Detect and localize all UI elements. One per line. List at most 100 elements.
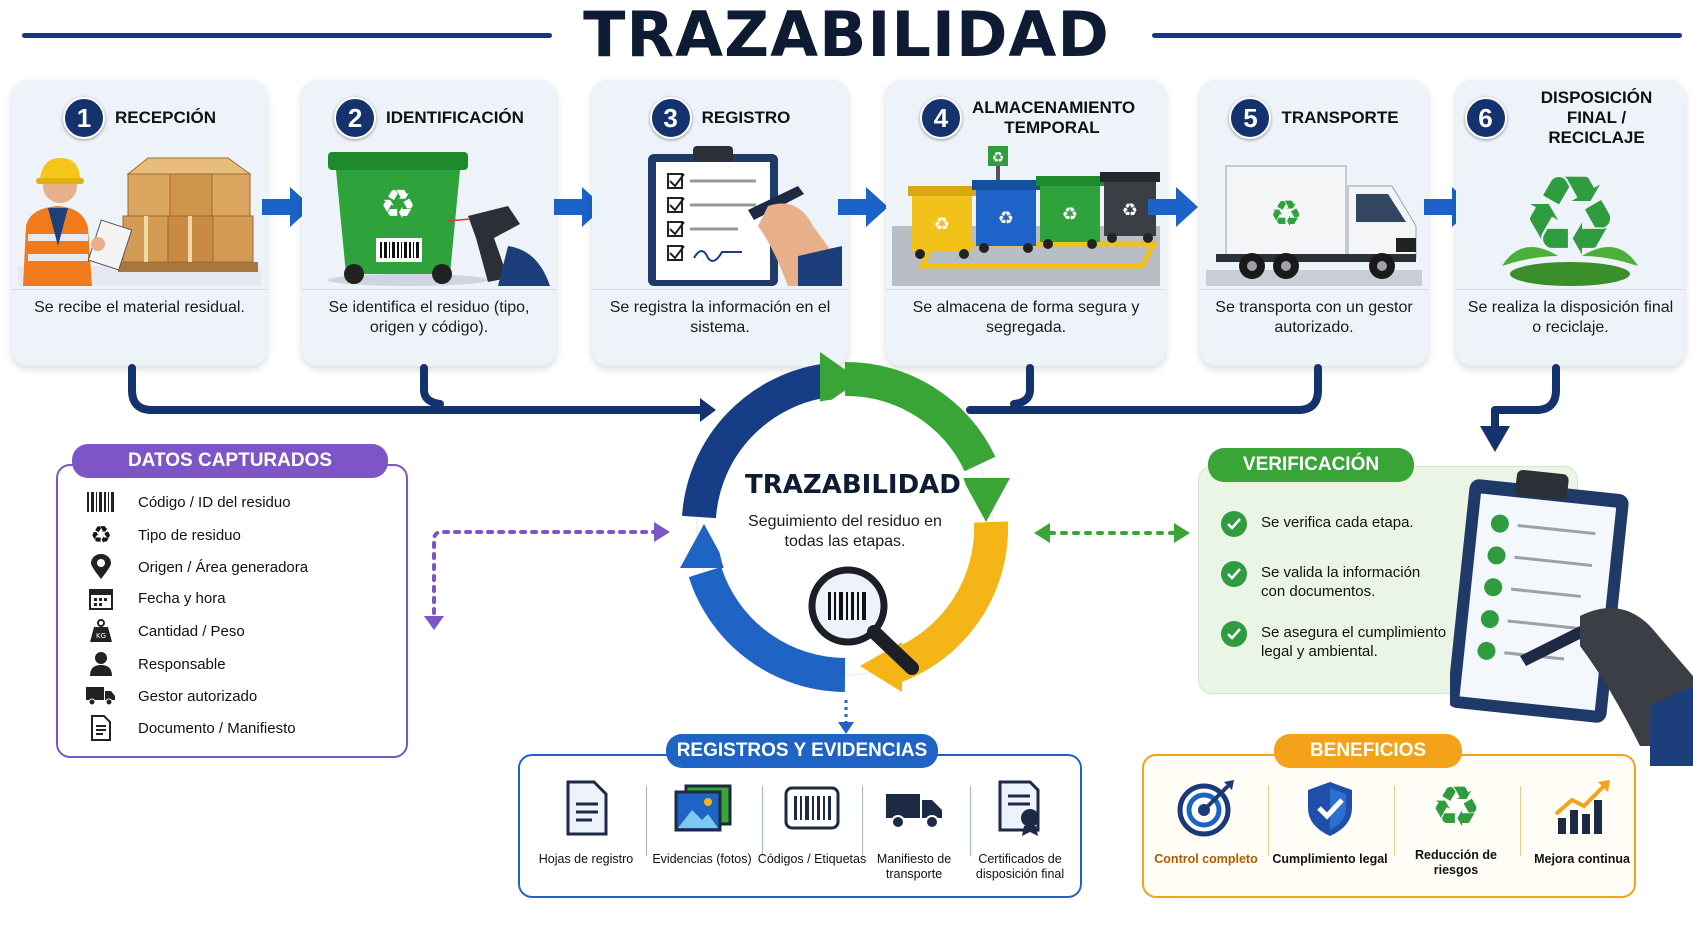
weight-icon: KG	[86, 618, 116, 644]
step-title: IDENTIFICACIÓN	[386, 108, 524, 127]
magnifier-barcode-icon	[808, 566, 919, 675]
svg-text:♻: ♻	[992, 150, 1005, 166]
traceability-cycle-ring	[680, 352, 1010, 692]
person-icon	[86, 651, 116, 677]
barcode-icon	[86, 489, 116, 515]
arrow-right-icon	[1148, 187, 1198, 227]
step-transport-card: 5 TRANSPORTE ♻ Se transporta con un gest…	[1200, 80, 1428, 366]
step-reception-card: 1 RECEPCIÓN Se recibe el material residu…	[12, 80, 267, 366]
flow-connectors	[128, 364, 1560, 452]
recycle-icon: ♻	[1430, 775, 1482, 840]
datos-item-label: Cantidad / Peso	[138, 622, 245, 640]
step-storage-card: 4 ALMACENAMIENTO TEMPORAL ♻ ♻ ♻ ♻ ♻ Se alma…	[886, 80, 1166, 366]
green-bin-scanner-illustration: ♻	[328, 152, 550, 286]
svg-text:♻: ♻	[1122, 200, 1138, 221]
datos-item-label: Origen / Área generadora	[138, 558, 309, 576]
card-divider	[1200, 289, 1428, 290]
step-final-disposal-card: 6 DISPOSICIÓN FINAL / RECICLAJE ♻ Se rea…	[1456, 80, 1685, 366]
verification-title: VERIFICACIÓN	[1208, 448, 1414, 482]
datos-item-label: Gestor autorizado	[138, 687, 258, 705]
center-subtitle: Seguimiento del residuo en todas las eta…	[748, 513, 942, 550]
card-divider	[12, 289, 267, 290]
datos-item-label: Responsable	[138, 655, 226, 673]
step-number: 4	[920, 97, 962, 139]
records-evidence-panel: Hojas de registro Evidencias (fotos) Cód…	[518, 754, 1082, 898]
document-icon	[86, 715, 116, 741]
step-identification-card: 2 IDENTIFICACIÓN ♻ Se identifica el resi…	[302, 80, 556, 366]
separator	[762, 786, 763, 856]
step-description: Se identifica el residuo (tipo, origen y…	[328, 299, 530, 336]
check-icon	[1221, 511, 1247, 537]
captured-data-title: DATOS CAPTURADOS	[72, 444, 388, 478]
separator	[862, 786, 863, 856]
verification-item: Se asegura el cumplimiento legal y ambie…	[1261, 624, 1447, 660]
step-title: RECEPCIÓN	[114, 108, 217, 127]
datos-item-label: Documento / Manifiesto	[138, 719, 296, 737]
step-number: 5	[1229, 97, 1272, 139]
step-number: 6	[1464, 97, 1507, 139]
verification-item: Se valida la información con documentos.	[1261, 564, 1421, 600]
records-item-label: Códigos / Etiquetas	[757, 852, 867, 866]
benefit-label: Reducción de riesgos	[1415, 848, 1497, 877]
arrow-right-icon	[262, 187, 312, 227]
separator	[970, 786, 971, 856]
barcode-icon	[784, 786, 840, 830]
svg-text:♻: ♻	[1062, 204, 1078, 225]
svg-text:♻: ♻	[380, 182, 416, 228]
separator	[1520, 786, 1521, 856]
benefits-panel: Control completo Cumplimiento legal ♻ Re…	[1142, 754, 1636, 898]
verification-dotted-connector	[1034, 523, 1190, 543]
target-icon	[1177, 780, 1234, 837]
records-item-label: Manifiesto de transporte	[876, 852, 952, 881]
separator	[1394, 786, 1395, 856]
certificate-icon	[998, 780, 1040, 836]
verification-item: Se verifica cada etapa.	[1261, 514, 1414, 531]
benefit-label: Cumplimiento legal	[1272, 852, 1388, 866]
svg-text:♻: ♻	[998, 208, 1014, 229]
step-description: Se registra la información en el sistema…	[609, 299, 831, 336]
shield-check-icon	[1308, 782, 1352, 836]
separator	[1268, 786, 1269, 856]
datos-item-label: Código / ID del residuo	[138, 493, 291, 511]
step-description: Se almacena de forma segura y segregada.	[912, 299, 1140, 336]
datos-item-label: Tipo de residuo	[138, 526, 241, 544]
step-description: Se recibe el material residual.	[34, 299, 245, 316]
clipboard-checklist-illustration	[1450, 469, 1693, 766]
kg-label: KG	[96, 632, 106, 640]
svg-text:♻: ♻	[934, 214, 950, 235]
step-number: 3	[649, 97, 692, 139]
benefit-label: Mejora continua	[1534, 852, 1630, 866]
truck-icon	[886, 794, 942, 829]
down-dotted-arrow	[838, 700, 854, 734]
card-divider	[886, 289, 1166, 290]
document-icon	[566, 780, 608, 836]
arrow-right-icon	[838, 187, 888, 227]
calendar-icon	[86, 585, 116, 611]
step-registration-card: 3 REGISTRO Se registra la información en…	[592, 80, 848, 366]
records-item-label: Evidencias (fotos)	[652, 852, 752, 866]
worker-boxes-illustration	[18, 157, 261, 286]
separator	[646, 786, 647, 856]
step-title: ALMACENAMIENTO TEMPORAL	[972, 98, 1136, 137]
step-description: Se realiza la disposición final o recicl…	[1467, 299, 1674, 336]
recycle-plant-illustration: ♻	[1502, 152, 1638, 286]
datos-dotted-connector	[424, 522, 670, 630]
growth-chart-icon	[1554, 780, 1610, 834]
benefit-label: Control completo	[1154, 852, 1258, 866]
card-divider	[302, 289, 556, 290]
photos-icon	[674, 784, 732, 832]
truck-illustration: ♻	[1206, 165, 1422, 286]
center-title: TRAZABILIDAD	[745, 470, 961, 500]
svg-text:♻: ♻	[1270, 194, 1302, 235]
location-pin-icon	[86, 554, 116, 580]
check-icon	[1221, 621, 1247, 647]
step-number: 1	[62, 97, 105, 139]
records-item-label: Hojas de registro	[538, 852, 634, 866]
card-divider	[1456, 289, 1685, 290]
records-item-label: Certificados de disposición final	[975, 852, 1065, 881]
title-rule-left	[22, 33, 552, 38]
page-title: TRAZABILIDAD	[583, 0, 1110, 71]
datos-item-label: Fecha y hora	[138, 589, 226, 607]
clipboard-checklist-illustration	[648, 146, 842, 286]
step-title: DISPOSICIÓN FINAL / RECICLAJE	[1540, 88, 1653, 147]
